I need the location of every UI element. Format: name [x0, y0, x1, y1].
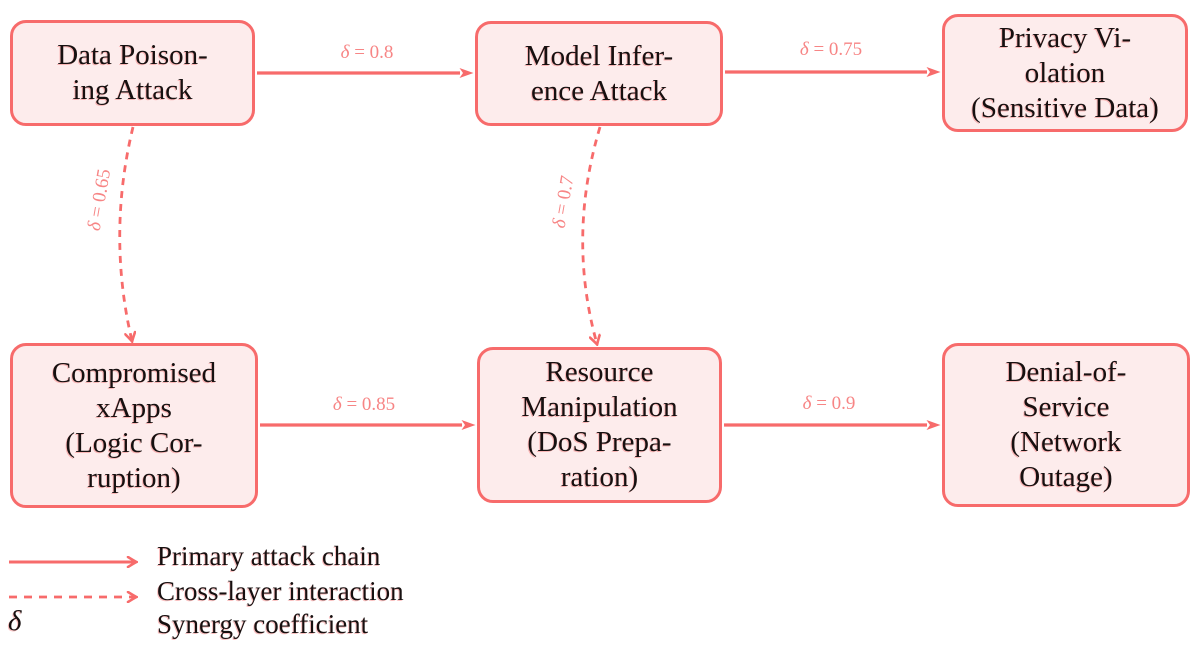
edge-label-delta-0.8: δ = 0.8 [340, 42, 394, 63]
node-privacy-violation: Privacy Vi- olation (Sensitive Data) [942, 14, 1188, 132]
node-label-line: ration) [560, 461, 639, 493]
node-denial-of-service: Denial-of- Service (Network Outage) [942, 343, 1190, 507]
node-resource-manipulation: Resource Manipulation (DoS Prepa- ration… [477, 347, 722, 503]
edge-label-delta-0.85: δ = 0.85 [332, 394, 396, 415]
edge-cross-layer-1 [118, 126, 133, 341]
node-model-inference-attack: Model Infer- ence Attack [475, 21, 723, 126]
node-label-line: Compromised [51, 356, 217, 389]
edge-label-delta-0.9: δ = 0.9 [802, 393, 856, 414]
edge-label-delta-0.65: δ = 0.65 [83, 167, 116, 233]
node-label-line: Service [1022, 391, 1110, 423]
node-label-line: ence Attack [530, 74, 668, 107]
legend-label-synergy-coefficient: Synergy coefficient [157, 609, 369, 639]
legend-label-primary-attack-chain: Primary attack chain [157, 541, 381, 571]
edge-label-delta-0.75: δ = 0.75 [799, 39, 863, 60]
legend-label-cross-layer-interaction: Cross-layer interaction [157, 576, 404, 606]
node-label-line: Outage) [1019, 461, 1113, 493]
node-label-line: (Sensitive Data) [971, 91, 1159, 124]
node-label-line: (Logic Cor- [65, 426, 203, 459]
node-label-line: ruption) [87, 461, 181, 494]
node-label-line: xApps [96, 391, 172, 424]
node-label-line: Manipulation [521, 391, 678, 423]
node-label-line: (Network [1010, 426, 1122, 458]
node-compromised-xapps: Compromised xApps (Logic Cor- ruption) [10, 343, 258, 508]
node-label-line: Data Poison- [57, 39, 208, 71]
node-data-poisoning-attack: Data Poison- ing Attack [10, 20, 255, 126]
legend-delta-symbol: δ [8, 605, 22, 637]
node-label-line: Denial-of- [1005, 356, 1127, 388]
node-label-line: Resource [545, 356, 654, 388]
node-label-line: olation [1024, 56, 1106, 89]
node-label-line: Model Infer- [524, 39, 674, 72]
node-label-line: ing Attack [72, 74, 193, 106]
edge-label-delta-0.7: δ = 0.7 [548, 174, 579, 230]
node-label-line: (DoS Prepa- [527, 426, 672, 458]
edge-cross-layer-2 [581, 126, 602, 344]
node-label-line: Privacy Vi- [998, 21, 1132, 54]
